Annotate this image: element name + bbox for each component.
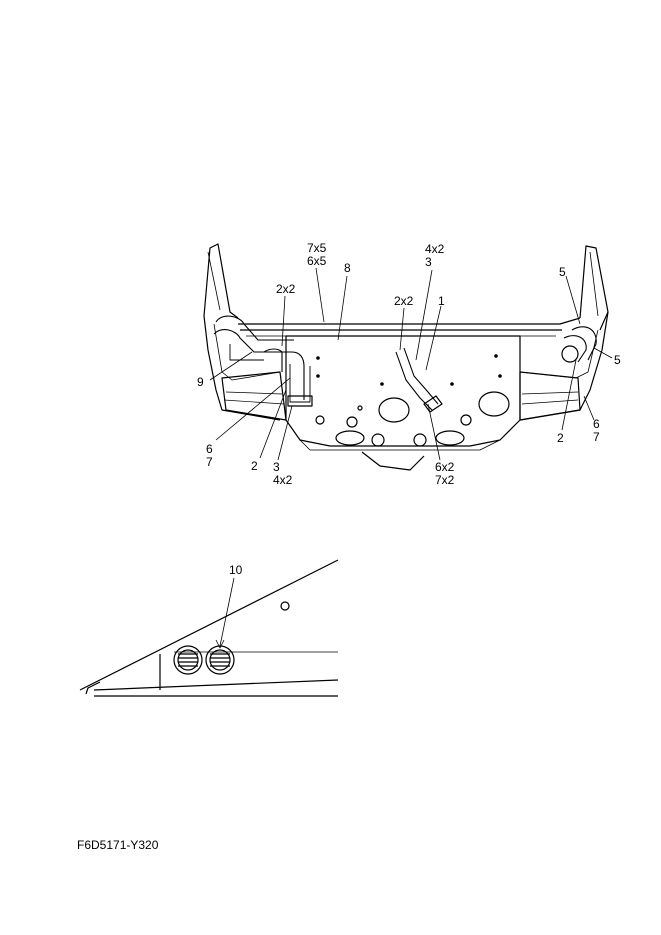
callout-4x2-bottom: 4x2	[273, 473, 293, 487]
callout-6-right: 6	[593, 417, 600, 431]
callout-7x5: 7x5	[307, 241, 327, 255]
callout-6x5: 6x5	[307, 254, 327, 268]
callout-2-left: 2	[251, 459, 258, 473]
callout-5-top: 5	[559, 265, 566, 279]
callout-1: 1	[438, 294, 445, 308]
vent-grille-icon	[173, 645, 203, 675]
vent-detail-drawing	[79, 559, 339, 697]
callout-9: 9	[197, 375, 204, 389]
hull-assembly-drawing	[203, 243, 609, 471]
vent-grille-icon	[205, 645, 235, 675]
callout-6-left: 6	[206, 442, 213, 456]
callout-7-right: 7	[593, 430, 600, 444]
drawing-code: F6D5171-Y320	[77, 838, 159, 852]
callout-5-right: 5	[614, 353, 621, 367]
leader-lines	[209, 267, 613, 461]
callout-2x2-left: 2x2	[276, 282, 296, 296]
callout-10: 10	[229, 563, 243, 577]
callout-labels: 7x5 6x5 8 4x2 3 2x2 2x2 1 5 5 9 6 7 2 3 …	[197, 241, 621, 577]
callout-2x2-mid: 2x2	[394, 294, 414, 308]
callout-3-bottom: 3	[273, 460, 280, 474]
callout-6x2: 6x2	[435, 460, 455, 474]
callout-2-right: 2	[557, 431, 564, 445]
callout-7-left: 7	[206, 455, 213, 469]
callout-4x2-top: 4x2	[425, 242, 445, 256]
callout-7x2: 7x2	[435, 473, 455, 487]
callout-3-top: 3	[425, 255, 432, 269]
callout-8: 8	[344, 261, 351, 275]
